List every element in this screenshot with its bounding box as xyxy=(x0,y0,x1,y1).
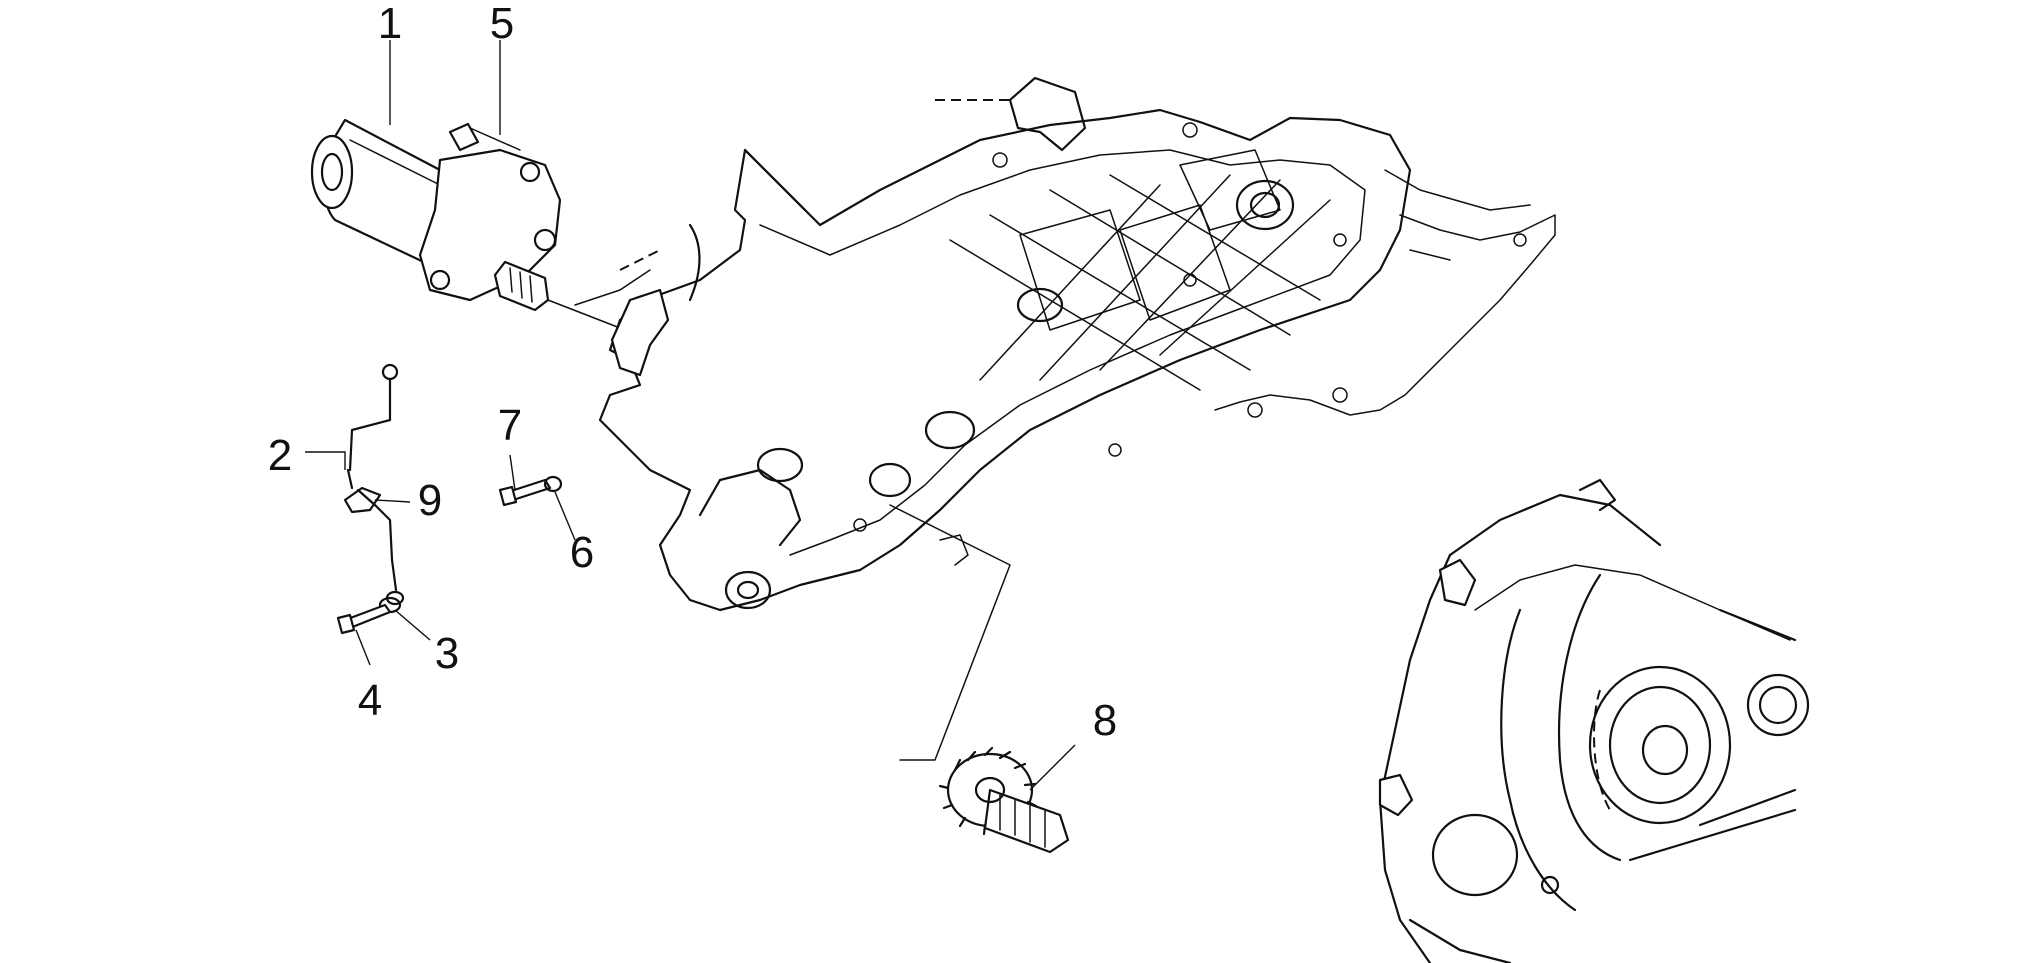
ground-cable xyxy=(346,363,405,606)
cover-gasket xyxy=(1214,169,1556,418)
starter-gear xyxy=(889,504,1070,854)
cable-clip xyxy=(343,486,382,514)
callout-1: 1 xyxy=(378,0,402,48)
crankcase xyxy=(598,76,1412,612)
callout-9: 9 xyxy=(418,476,442,525)
callout-8: 8 xyxy=(1093,696,1117,745)
washer-6 xyxy=(543,475,563,493)
screw-4 xyxy=(336,603,392,635)
bracket xyxy=(610,223,701,377)
callout-labels: 1 5 2 9 3 4 7 6 8 xyxy=(268,0,1117,745)
callout-4: 4 xyxy=(358,676,382,725)
callout-7: 7 xyxy=(498,401,522,450)
callout-5: 5 xyxy=(490,0,514,48)
drive-cover xyxy=(1378,478,1810,963)
screw-7 xyxy=(498,478,552,507)
callout-6: 6 xyxy=(570,528,594,577)
callout-2: 2 xyxy=(268,431,292,480)
callout-3: 3 xyxy=(435,629,459,678)
starter-motor xyxy=(310,118,621,329)
leader-lines xyxy=(305,40,1076,791)
